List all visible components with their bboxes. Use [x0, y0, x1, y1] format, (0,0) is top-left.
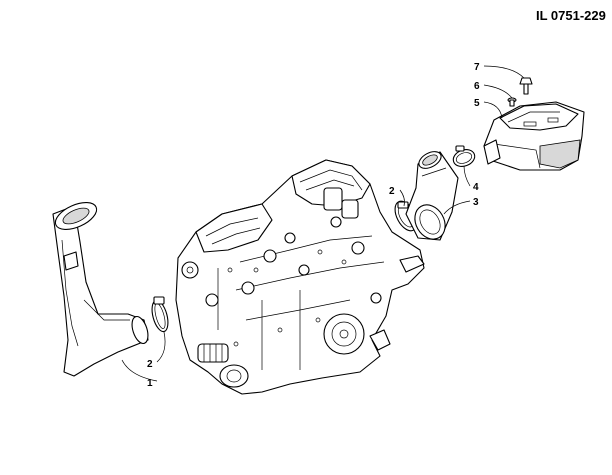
callout-2-left: 2 — [147, 359, 153, 370]
callout-4: 4 — [473, 182, 479, 193]
callout-1: 1 — [147, 378, 153, 389]
engine-assembly — [175, 159, 425, 395]
part-2-clamp-left — [151, 296, 169, 333]
callout-5: 5 — [474, 98, 480, 109]
part-3-boot — [405, 151, 459, 241]
part-4-clamp — [452, 145, 476, 167]
callout-6: 6 — [474, 81, 480, 92]
part-6-washer — [507, 97, 517, 107]
callout-2-right: 2 — [389, 186, 395, 197]
callout-3: 3 — [473, 197, 479, 208]
illustration-id: IL 0751-229 — [536, 8, 606, 23]
part-1-intake-tube — [52, 201, 149, 377]
callout-7: 7 — [474, 62, 480, 73]
part-7-screw — [519, 77, 533, 95]
part-5-airbox-duct — [483, 101, 585, 171]
leader-lines — [121, 65, 525, 382]
callout-labels: 1 2 2 3 4 5 6 7 — [147, 62, 480, 389]
